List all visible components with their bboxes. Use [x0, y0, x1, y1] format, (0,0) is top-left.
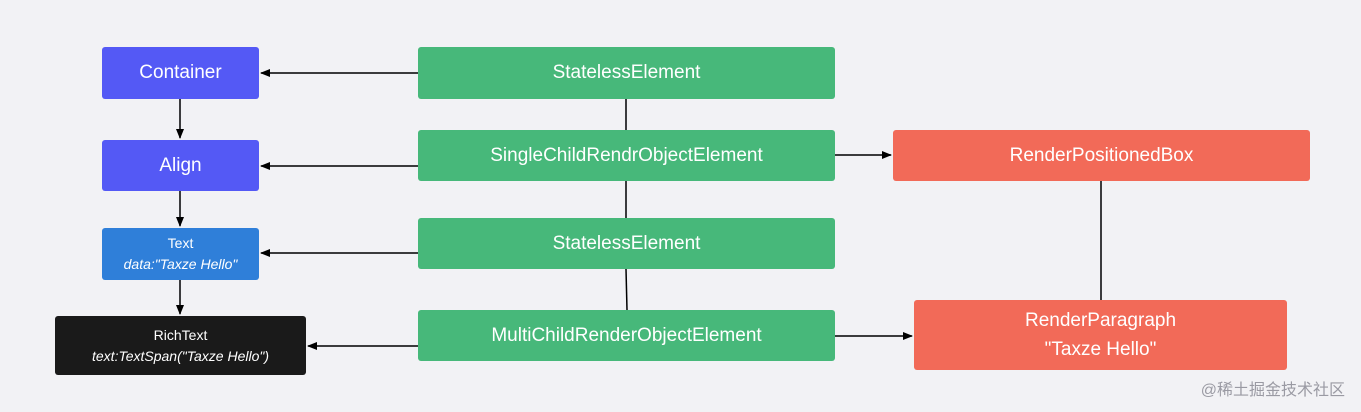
line-stateless-to-multi: [625, 268, 628, 311]
single-child-element: SingleChildRendrObjectElement: [418, 130, 835, 181]
single-child-element-label: SingleChildRendrObjectElement: [490, 144, 763, 166]
text-title: Text: [167, 235, 194, 251]
richtext-title: RichText: [153, 326, 208, 343]
render-positioned-box-label: RenderPositionedBox: [1009, 145, 1194, 166]
align-label: Align: [159, 154, 202, 176]
container-node: Container: [102, 47, 259, 99]
render-paragraph-text: "Taxze Hello": [1044, 339, 1157, 360]
richtext-text: text:TextSpan("Taxze Hello"): [92, 347, 269, 364]
align-node: Align: [102, 140, 259, 191]
stateless-element-2: StatelessElement: [418, 218, 835, 269]
container-label: Container: [139, 62, 222, 83]
multi-child-element-label: MultiChildRenderObjectElement: [491, 324, 762, 346]
render-paragraph-title: RenderParagraph: [1024, 310, 1177, 331]
stateless-element-1: StatelessElement: [418, 47, 835, 99]
stateless-element-1-label: StatelessElement: [552, 62, 701, 83]
stateless-element-2-label: StatelessElement: [552, 232, 701, 254]
text-data: data:"Taxze Hello": [123, 256, 238, 272]
watermark: @稀土掘金技术社区: [1200, 382, 1345, 399]
render-positioned-box: RenderPositionedBox: [893, 130, 1310, 181]
render-paragraph: RenderParagraph "Taxze Hello": [914, 300, 1287, 370]
multi-child-element: MultiChildRenderObjectElement: [418, 310, 835, 361]
text-node: Text data:"Taxze Hello": [102, 228, 259, 280]
richtext-node: RichText text:TextSpan("Taxze Hello"): [55, 316, 306, 375]
